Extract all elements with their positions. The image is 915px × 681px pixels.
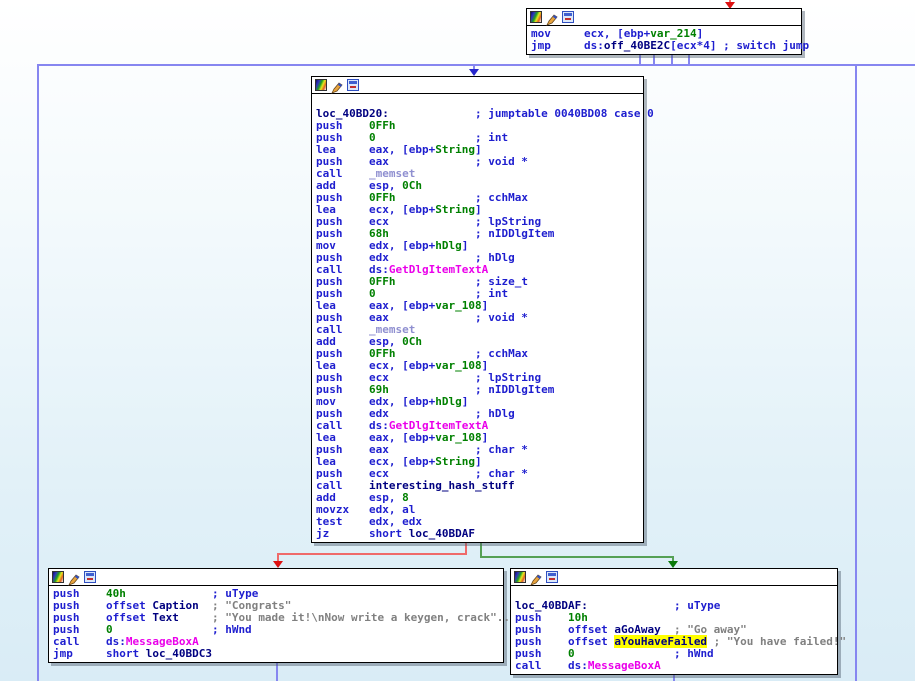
edit-node-icon[interactable] xyxy=(546,11,558,26)
asm-line: add esp, 0Ch xyxy=(316,179,422,192)
asm-line: loc_40BDAF: ; uType xyxy=(515,599,721,612)
edge-false-horizontal xyxy=(277,553,467,555)
asm-line: loc_40BD20: ; jumptable 0040BD08 case 0 xyxy=(316,107,654,120)
basic-block-switch[interactable]: mov ecx, [ebp+var_214]jmp ds:off_40BE2C[… xyxy=(526,8,810,55)
asm-line: jmp ds:off_40BE2C[ecx*4] ; switch jump xyxy=(531,39,810,52)
text-view-icon[interactable] xyxy=(84,571,96,583)
asm-line: push ecx ; char * xyxy=(316,467,528,480)
edge-switch-stub-4 xyxy=(688,50,690,66)
block-titlebar[interactable] xyxy=(312,77,643,94)
edge-switch-channel xyxy=(37,64,915,66)
edge-switch-left-drop xyxy=(37,64,39,681)
edge-congrats-out-stub xyxy=(276,663,278,681)
asm-line: push 0 ; hWnd xyxy=(515,647,714,660)
asm-line: call _memset xyxy=(316,167,416,180)
asm-line: push 68h ; nIDDlgItem xyxy=(316,227,555,240)
asm-line: call _memset xyxy=(316,323,416,336)
asm-line: push offset Text ; "You made it!\nNow wr… xyxy=(53,611,517,624)
node-color-icon[interactable] xyxy=(514,571,526,583)
asm-line: push ecx ; lpString xyxy=(316,215,542,228)
edge-true-horizontal xyxy=(480,556,674,558)
asm-line: push ecx ; lpString xyxy=(316,371,542,384)
asm-line: push 0 ; hWnd xyxy=(53,623,252,636)
edge-false-stub xyxy=(465,543,467,555)
asm-line: jmp short loc_40BDC3 xyxy=(53,647,212,660)
asm-line: push offset aYouHaveFailed ; "You have f… xyxy=(515,635,847,648)
asm-line: lea ecx, [ebp+var_108] xyxy=(316,359,489,372)
asm-line: mov edx, [ebp+hDlg] xyxy=(316,239,469,252)
asm-line: push edx ; hDlg xyxy=(316,251,515,264)
edge-true-stub xyxy=(480,543,482,558)
edge-switch-stub-3 xyxy=(671,50,673,66)
edge-false-drop xyxy=(277,553,279,562)
asm-line: call ds:GetDlgItemTextA xyxy=(316,263,489,276)
asm-line: lea ecx, [ebp+String] xyxy=(316,455,482,468)
asm-line: push offset aGoAway ; "Go away" xyxy=(515,623,747,636)
edge-switch-right-drop xyxy=(855,64,857,681)
block-code: mov ecx, [ebp+var_214]jmp ds:off_40BE2C[… xyxy=(527,26,810,54)
asm-line: push 69h ; nIDDlgItem xyxy=(316,383,555,396)
asm-line: push 0FFh ; cchMax xyxy=(316,347,528,360)
block-titlebar[interactable] xyxy=(49,569,503,586)
asm-line: push edx ; hDlg xyxy=(316,407,515,420)
asm-line: call ds:MessageBoxA xyxy=(515,659,661,672)
edge-switch-stub-1 xyxy=(639,50,641,66)
asm-line: mov edx, [ebp+hDlg] xyxy=(316,395,469,408)
edit-node-icon[interactable] xyxy=(530,571,542,586)
asm-line: lea eax, [ebp+String] xyxy=(316,143,482,156)
asm-line: push offset Caption ; "Congrats" xyxy=(53,599,292,612)
node-color-icon[interactable] xyxy=(52,571,64,583)
asm-line: call ds:GetDlgItemTextA xyxy=(316,419,489,432)
asm-line: test edx, edx xyxy=(316,515,422,528)
asm-line: lea ecx, [ebp+String] xyxy=(316,203,482,216)
edge-true-drop xyxy=(672,556,674,562)
edge-true-arrowhead xyxy=(668,561,678,568)
asm-line: lea eax, [ebp+var_108] xyxy=(316,431,489,444)
edit-node-icon[interactable] xyxy=(331,79,343,94)
asm-line: call interesting_hash_stuff xyxy=(316,479,515,492)
asm-line: push 0 ; int xyxy=(316,287,509,300)
asm-line: add esp, 8 xyxy=(316,491,409,504)
asm-line: call ds:MessageBoxA xyxy=(53,635,199,648)
asm-line: push 0 ; int xyxy=(316,131,509,144)
asm-line: movzx edx, al xyxy=(316,503,416,516)
edge-switch-to-case0-line xyxy=(473,64,475,71)
asm-line: push 10h xyxy=(515,611,588,624)
asm-line: jz short loc_40BDAF xyxy=(316,527,475,540)
text-view-icon[interactable] xyxy=(562,11,574,23)
asm-line: push eax ; void * xyxy=(316,155,528,168)
node-color-icon[interactable] xyxy=(315,79,327,91)
block-titlebar[interactable] xyxy=(511,569,837,586)
asm-line: mov ecx, [ebp+var_214] xyxy=(531,27,704,40)
asm-line: lea eax, [ebp+var_108] xyxy=(316,299,489,312)
block-titlebar[interactable] xyxy=(527,9,801,26)
edge-switch-stub-2 xyxy=(653,50,655,66)
edge-entry-arrowhead xyxy=(725,2,735,9)
edge-false-arrowhead xyxy=(273,561,283,568)
asm-line: push 0FFh xyxy=(316,119,396,132)
asm-line: push eax ; void * xyxy=(316,311,528,324)
asm-line: push 0FFh ; cchMax xyxy=(316,191,528,204)
text-view-icon[interactable] xyxy=(347,79,359,91)
asm-line: push 40h ; uType xyxy=(53,587,259,600)
asm-line: push 0FFh ; size_t xyxy=(316,275,528,288)
edge-failed-out-stub xyxy=(673,675,675,681)
text-view-icon[interactable] xyxy=(546,571,558,583)
edit-node-icon[interactable] xyxy=(68,571,80,586)
edge-switch-to-case0-arrowhead xyxy=(469,69,479,76)
node-color-icon[interactable] xyxy=(530,11,542,23)
asm-line: push eax ; char * xyxy=(316,443,528,456)
asm-line: add esp, 0Ch xyxy=(316,335,422,348)
